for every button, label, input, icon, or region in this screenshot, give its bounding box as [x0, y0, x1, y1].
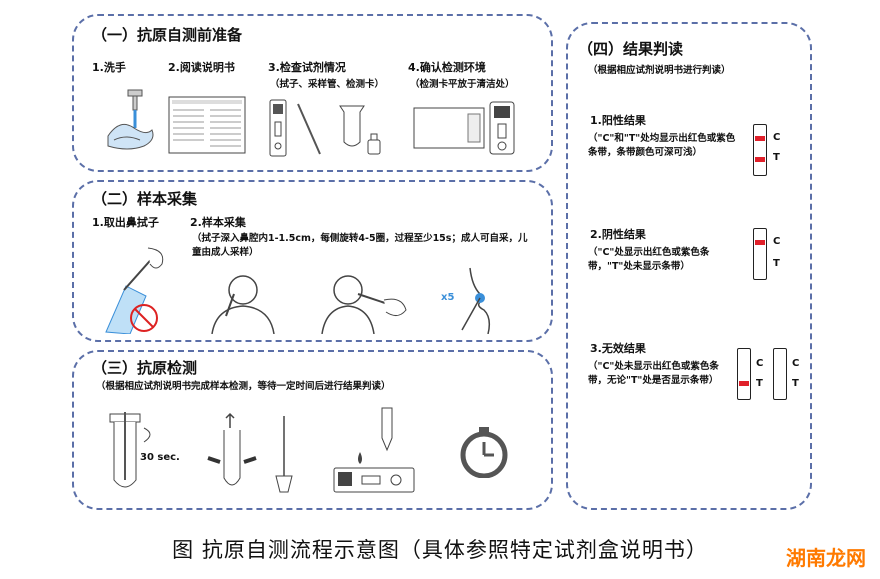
swab-package-icon — [96, 246, 174, 334]
sampling-note: （拭子深入鼻腔内1-1.5cm，每侧旋转4-5圈，过程至少15s；成人可自采，儿… — [192, 233, 528, 259]
positive-c-label: C — [773, 132, 781, 143]
test-note: （根据相应试剂说明书完成样本检测，等待一定时间后进行结果判读） — [96, 381, 391, 392]
positive-t-label: T — [773, 152, 780, 163]
step-read-instructions-label: 2.阅读说明书 — [168, 61, 235, 74]
person-self-sampling-icon — [208, 272, 278, 334]
positive-strip — [753, 124, 767, 176]
step-check-kit-sub: （拭子、采样管、检测卡） — [270, 79, 385, 90]
rotation-count: x5 — [441, 292, 455, 303]
instruction-sheet-icon — [168, 96, 246, 154]
child-sampling-icon — [318, 270, 410, 334]
step-take-swab-label: 1.取出鼻拭子 — [92, 216, 159, 229]
invalid-t-band — [739, 381, 749, 386]
positive-c-band — [755, 136, 765, 141]
nose-swab-closeup-icon — [458, 266, 518, 334]
invalid-title: 3.无效结果 — [590, 342, 646, 355]
section2-title: （二）样本采集 — [92, 190, 198, 208]
section-result-reading — [566, 22, 812, 510]
test-kit-icon — [268, 96, 390, 160]
result-note: （根据相应试剂说明书进行判读） — [588, 65, 731, 76]
negative-title: 2.阴性结果 — [590, 228, 646, 241]
invalid-strip-1 — [737, 348, 751, 400]
negative-c-band — [755, 240, 765, 245]
invalid-desc: （"C"处未显示出红色或紫色条带，无论"T"处是否显示条带） — [588, 361, 719, 387]
positive-desc: （"C"和"T"处均显示出红色或紫色条带，条带颜色可深可浅） — [588, 133, 736, 159]
swab-in-tube-icon — [100, 410, 160, 494]
dropper-tip-icon — [272, 414, 296, 494]
negative-t-label: T — [773, 258, 780, 269]
invalid-strip-2 — [773, 348, 787, 400]
step-check-kit-label: 3.检查试剂情况 — [268, 61, 346, 74]
section4-title: （四）结果判读 — [578, 40, 684, 58]
invalid2-t-label: T — [792, 378, 799, 389]
add-drops-to-card-icon — [330, 404, 418, 496]
negative-desc: （"C"处显示出红色或紫色条带，"T"处未显示条带） — [588, 247, 710, 273]
invalid1-t-label: T — [756, 378, 763, 389]
positive-title: 1.阳性结果 — [590, 114, 646, 127]
squeeze-tube-icon — [206, 412, 266, 494]
test-card-flat-icon — [412, 100, 528, 156]
step-environment-label: 4.确认检测环境 — [408, 61, 486, 74]
hand-washing-icon — [100, 88, 160, 158]
section1-title: （一）抗原自测前准备 — [92, 26, 243, 44]
watermark: 湖南龙网 — [786, 546, 866, 570]
step-wash-hands-label: 1.洗手 — [92, 61, 126, 74]
section-sampling — [72, 180, 553, 342]
section-antigen-test — [72, 350, 553, 510]
step-sampling-label: 2.样本采集 — [190, 216, 246, 229]
negative-strip — [753, 228, 767, 280]
positive-t-band — [755, 157, 765, 162]
timer-icon — [458, 426, 510, 478]
wait-seconds-label: 30 sec. — [140, 452, 180, 463]
section3-title: （三）抗原检测 — [92, 359, 198, 377]
step-environment-sub: （检测卡平放于清洁处） — [410, 79, 515, 90]
negative-c-label: C — [773, 236, 781, 247]
invalid2-c-label: C — [792, 358, 800, 369]
section-preparation — [72, 14, 553, 172]
invalid1-c-label: C — [756, 358, 764, 369]
figure-caption: 图 抗原自测流程示意图（具体参照特定试剂盒说明书） — [172, 538, 708, 562]
